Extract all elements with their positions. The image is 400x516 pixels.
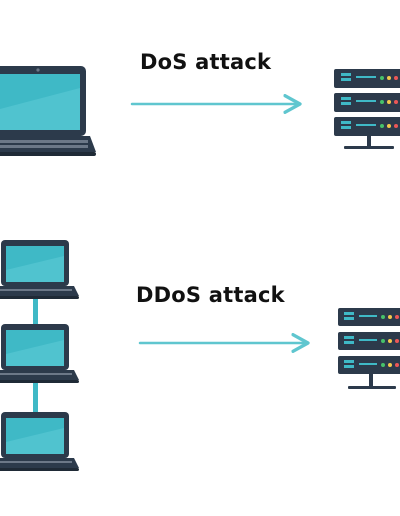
ddos-attack-label: DDoS attack bbox=[136, 283, 285, 307]
laptop-icon bbox=[0, 240, 79, 299]
server-icon bbox=[334, 69, 400, 149]
laptop-icon bbox=[0, 66, 96, 156]
laptop-icon bbox=[0, 324, 79, 383]
laptop-icon bbox=[0, 412, 79, 471]
connector-line bbox=[33, 382, 38, 412]
server-icon bbox=[338, 308, 400, 389]
dos-attack-label: DoS attack bbox=[140, 50, 272, 74]
connector-line bbox=[33, 298, 38, 324]
